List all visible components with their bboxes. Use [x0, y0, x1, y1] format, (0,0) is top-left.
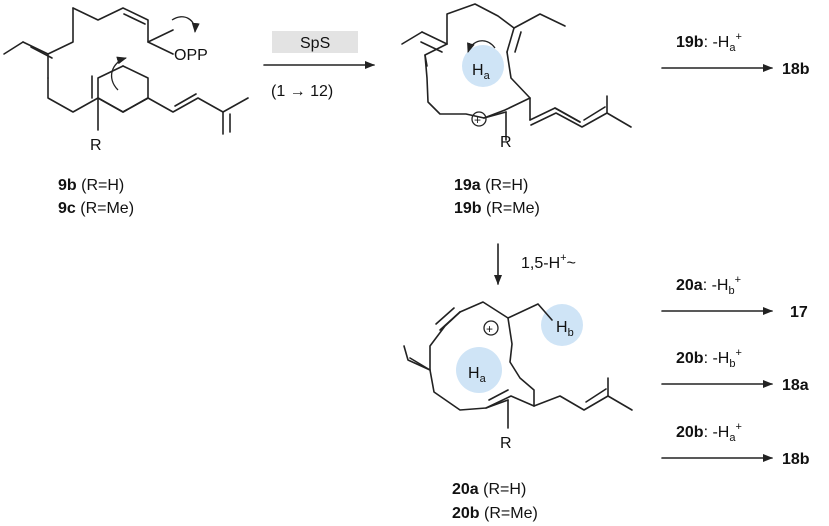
cation-20-charge: + — [486, 322, 493, 336]
substrate-structure — [3, 7, 249, 135]
svg-text:20a: -Hb+: 20a: -Hb+ — [676, 274, 741, 297]
leaving-group-label: OPP — [174, 47, 208, 64]
step-20b-to-18a: 20b: -Hb+ 18a — [661, 347, 809, 394]
cation-19-h-label: Ha — [472, 62, 491, 82]
svg-text:17: 17 — [790, 304, 808, 321]
compound-9b-label: 9b (R=H) — [58, 177, 124, 194]
step-20a-to-17: 20a: -Hb+ 17 — [661, 274, 808, 321]
compound-19b-label: 19b (R=Me) — [454, 200, 540, 217]
cation-19-r-label: R — [500, 134, 512, 151]
svg-text:18b: 18b — [782, 451, 810, 468]
compound-20a-label: 20a (R=H) — [452, 481, 526, 498]
compound-9c-label: 9c (R=Me) — [58, 200, 134, 217]
cation-20-r-label: R — [500, 435, 512, 452]
enzyme-box — [272, 31, 358, 53]
svg-text:18a: 18a — [782, 377, 809, 394]
svg-text:18b: 18b — [782, 61, 810, 78]
compound-20b-label: 20b (R=Me) — [452, 505, 538, 522]
cation-19-charge: + — [474, 113, 481, 127]
cation-20-hb-label: Hb — [556, 319, 574, 339]
cation-20-ha-label: Ha — [468, 365, 487, 385]
hydride-shift-label: 1,5-H+~ — [521, 252, 576, 272]
svg-text:19b: -Ha+: 19b: -Ha+ — [676, 31, 742, 54]
svg-text:20b: -Hb+: 20b: -Hb+ — [676, 347, 742, 370]
enzyme-label: SpS — [300, 35, 330, 52]
cation-20-structure — [403, 301, 633, 429]
step-19b-to-18b: 19b: -Ha+ 18b — [661, 31, 810, 78]
substrate-r-label: R — [90, 137, 102, 154]
cation-19-structure — [401, 3, 632, 141]
step-20b-to-18b: 20b: -Ha+ 18b — [661, 421, 810, 468]
compound-19a-label: 19a (R=H) — [454, 177, 528, 194]
svg-text:20b: -Ha+: 20b: -Ha+ — [676, 421, 742, 444]
enzyme-condition: (1 → 12) — [271, 83, 333, 100]
